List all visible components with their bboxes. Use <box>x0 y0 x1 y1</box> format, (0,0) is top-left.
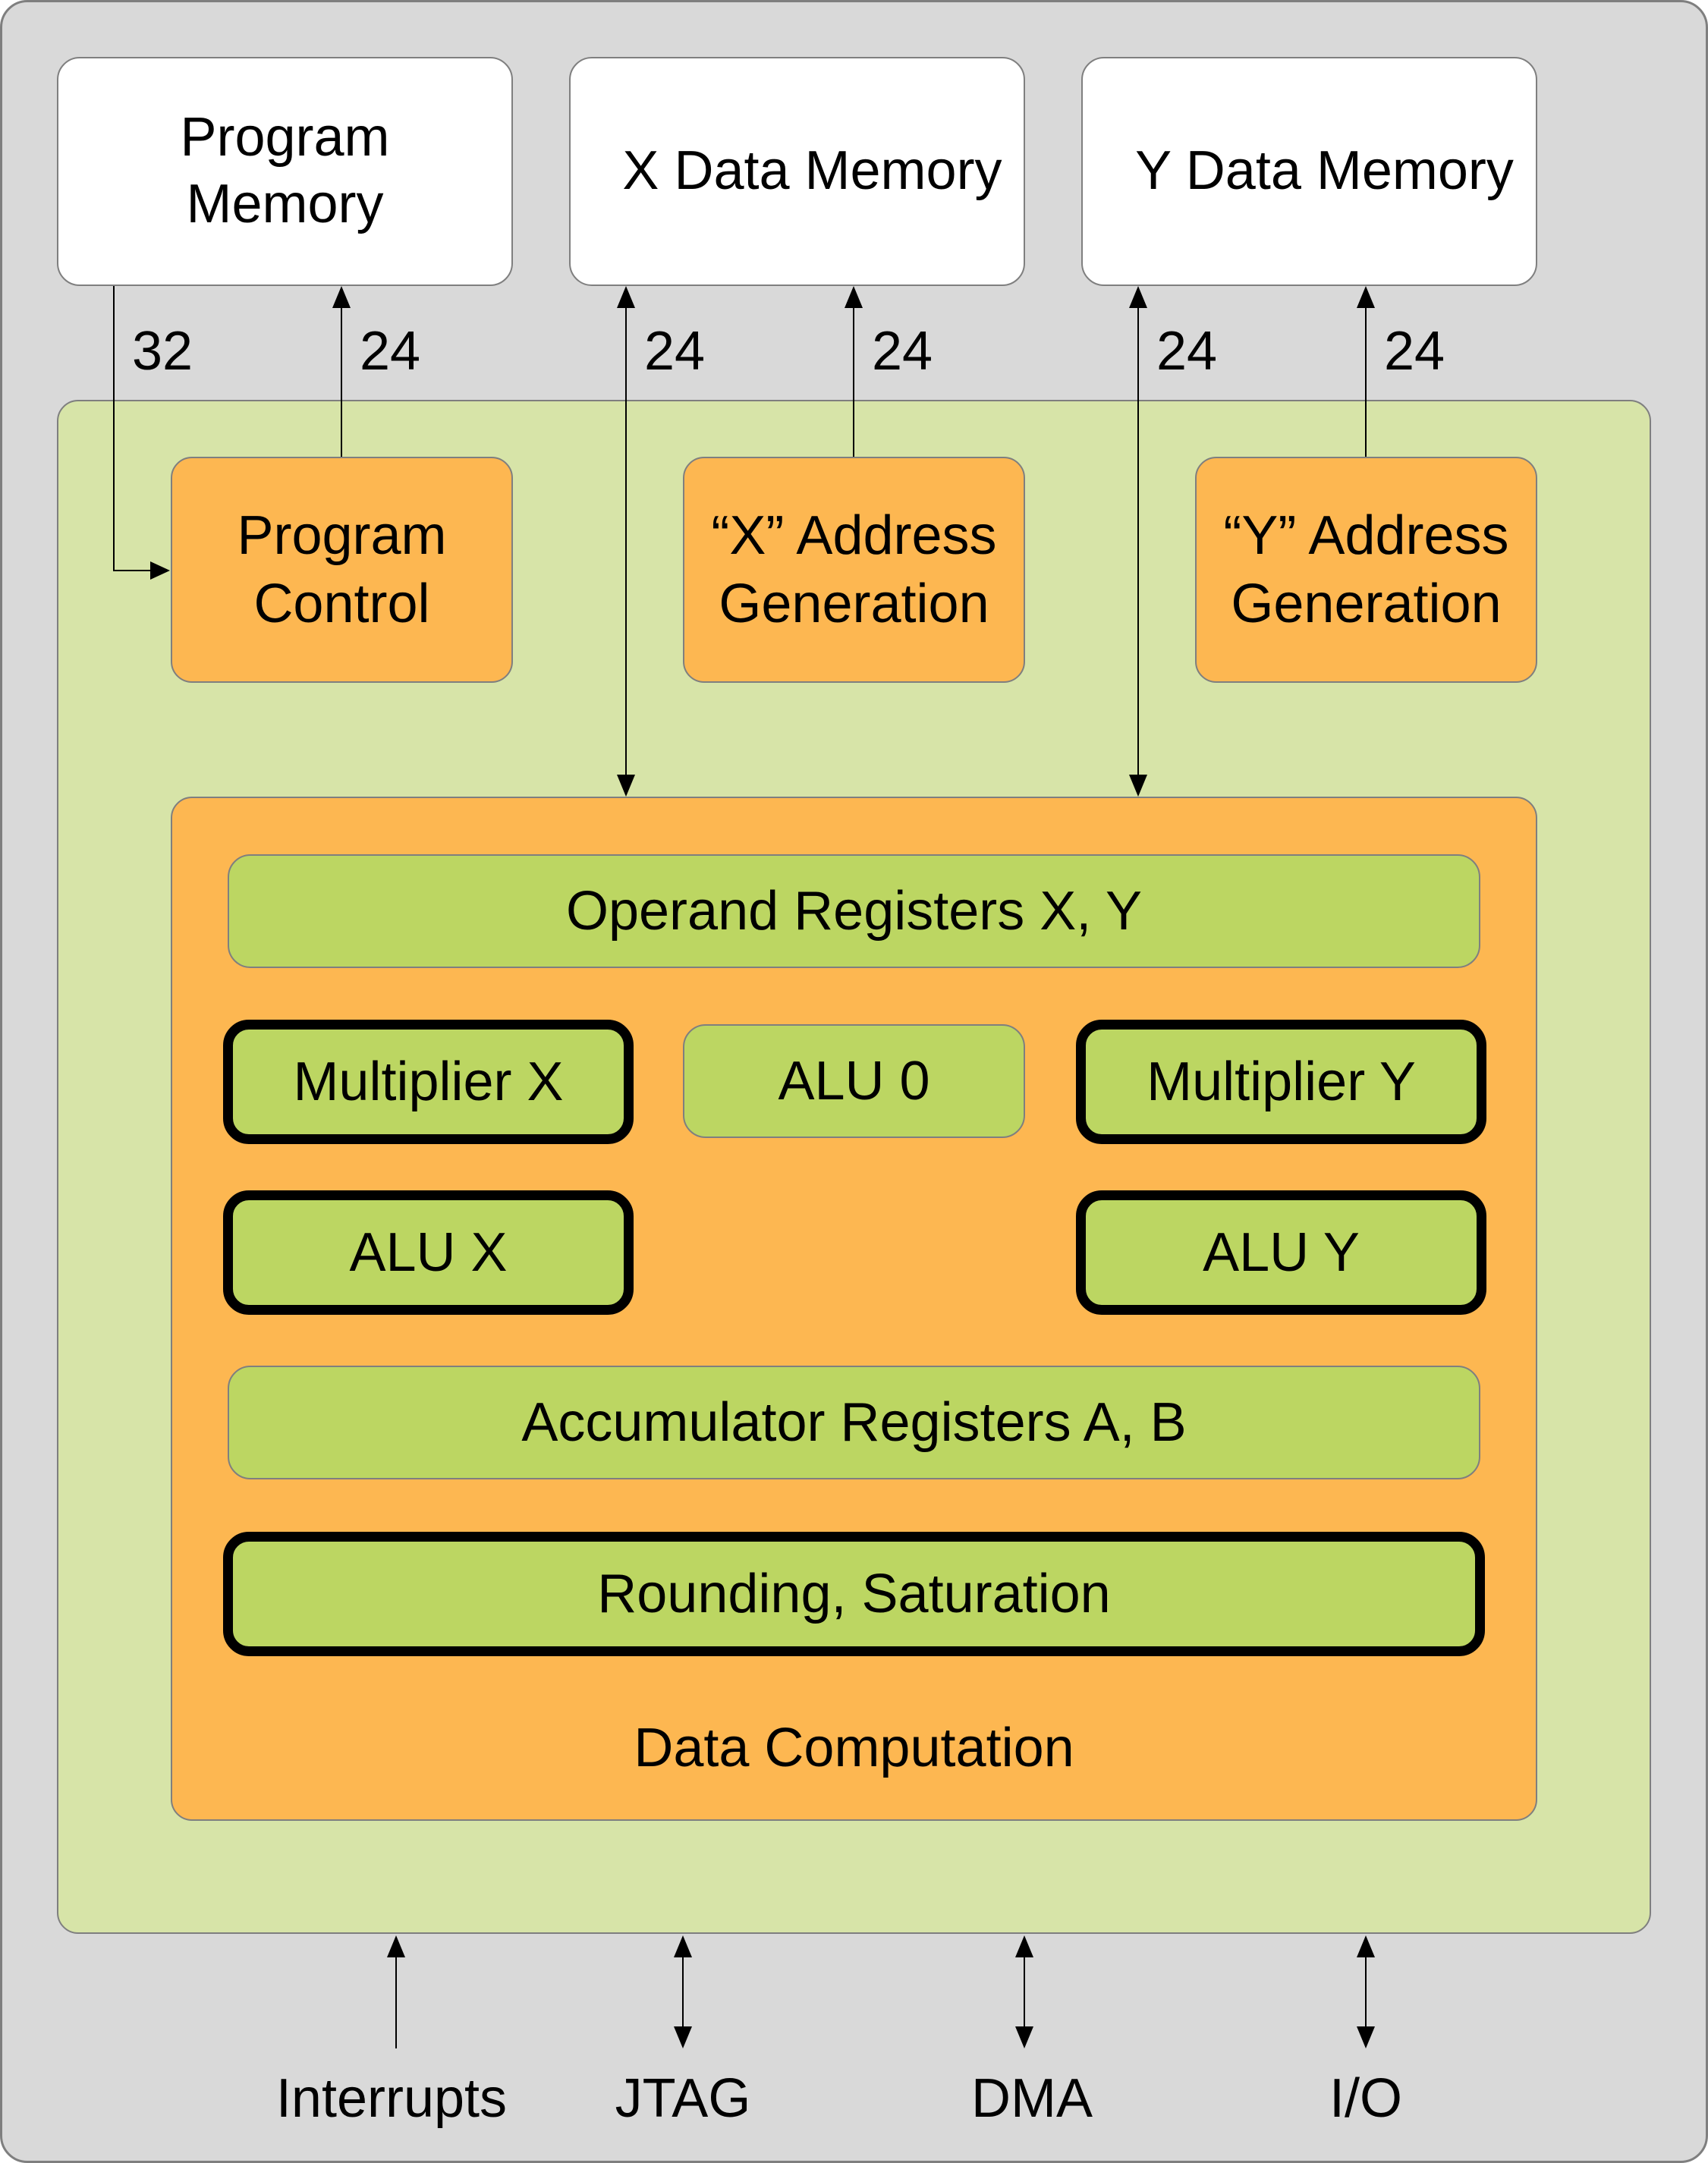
interrupts-label: Interrupts <box>275 2068 508 2129</box>
bus-width-label: 24 <box>1384 321 1445 382</box>
arrowhead-up-icon <box>1357 286 1375 308</box>
y-address-generation-label: “Y” Address Generation <box>1223 505 1509 634</box>
multiplier-y-block: Multiplier Y <box>1076 1020 1486 1144</box>
bus-width-label: 24 <box>872 321 933 382</box>
program-memory-label: Program Memory <box>180 107 390 234</box>
arrowhead-down-icon <box>617 775 635 797</box>
multiplier-x-block: Multiplier X <box>223 1020 634 1144</box>
operand-registers-label: Operand Registers X, Y <box>565 881 1143 942</box>
arrowhead-up-icon <box>617 286 635 308</box>
bus-width-label: 24 <box>360 321 421 382</box>
alu-y-label: ALU Y <box>1203 1222 1360 1283</box>
arrowhead-up-icon <box>1129 286 1147 308</box>
arrowhead-down-icon <box>1015 2026 1033 2048</box>
arrowhead-up-icon <box>1015 1935 1033 1957</box>
x-address-generation-block: “X” Address Generation <box>683 457 1025 683</box>
program-control-block: Program Control <box>171 457 513 683</box>
accumulator-registers-label: Accumulator Registers A, B <box>521 1392 1187 1453</box>
alu-x-label: ALU X <box>349 1222 508 1283</box>
arrowhead-up-icon <box>1357 1935 1375 1957</box>
jtag-label: JTAG <box>615 2068 751 2129</box>
x-address-generation-label: “X” Address Generation <box>711 505 997 634</box>
operand-registers-block: Operand Registers X, Y <box>228 854 1480 968</box>
program-control-label: Program Control <box>237 505 447 634</box>
x-data-memory-label: X Data Memory <box>622 140 1002 202</box>
x-data-memory-block: X Data Memory <box>569 57 1025 286</box>
accumulator-registers-block: Accumulator Registers A, B <box>228 1366 1480 1479</box>
y-data-memory-label: Y Data Memory <box>1135 140 1514 202</box>
arrowhead-up-icon <box>674 1935 692 1957</box>
arrowhead-up-icon <box>387 1935 405 1957</box>
arrowhead-up-icon <box>845 286 863 308</box>
bus-width-label: 24 <box>644 321 706 382</box>
arrowhead-down-icon <box>674 2026 692 2048</box>
rounding-saturation-block: Rounding, Saturation <box>223 1532 1485 1656</box>
bus-width-label: 24 <box>1156 321 1218 382</box>
data-computation-title: Data Computation <box>634 1718 1074 1778</box>
dma-label: DMA <box>971 2068 1093 2129</box>
alu-y-block: ALU Y <box>1076 1190 1486 1315</box>
y-data-memory-block: Y Data Memory <box>1081 57 1537 286</box>
y-address-generation-block: “Y” Address Generation <box>1195 457 1537 683</box>
rounding-saturation-label: Rounding, Saturation <box>597 1564 1111 1624</box>
alu-0-label: ALU 0 <box>778 1051 930 1111</box>
program-fetch-bus-line <box>113 286 155 571</box>
arrowhead-down-icon <box>1129 775 1147 797</box>
multiplier-x-label: Multiplier X <box>293 1052 564 1112</box>
bus-width-label: 32 <box>132 321 193 382</box>
multiplier-y-label: Multiplier Y <box>1147 1052 1416 1112</box>
program-memory-block: Program Memory <box>57 57 513 286</box>
io-label: I/O <box>1329 2068 1402 2129</box>
arrowhead-right-icon <box>150 561 170 580</box>
arrowhead-down-icon <box>1357 2026 1375 2048</box>
alu-x-block: ALU X <box>223 1190 634 1315</box>
alu-0-block: ALU 0 <box>683 1024 1025 1138</box>
arrowhead-up-icon <box>332 286 351 308</box>
